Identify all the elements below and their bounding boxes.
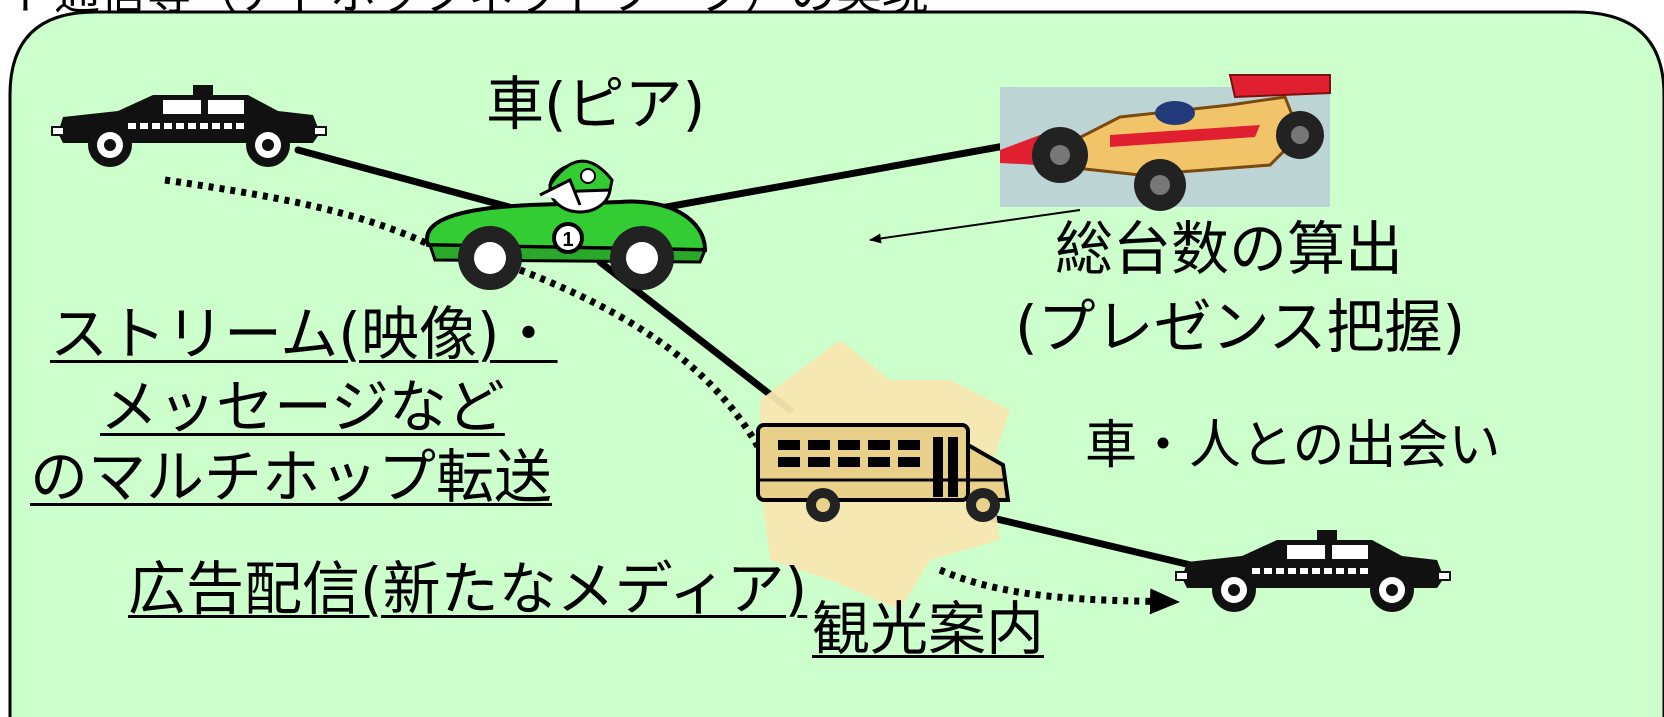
stream-label-line3: のマルチホップ転送 <box>30 443 553 511</box>
formula-car-icon <box>1000 74 1331 211</box>
encounter-label: 車・人との出会い <box>1085 416 1501 476</box>
peer-label: 車(ピア) <box>486 70 706 138</box>
count-label-line2: (プレゼンス把握) <box>1015 293 1466 361</box>
stream-label-line2: メッセージなど <box>100 373 505 441</box>
solid-links <box>294 141 1224 576</box>
tourism-label: 観光案内 <box>812 595 1045 663</box>
green-race-car-icon: 1 <box>425 159 708 290</box>
svg-text:1: 1 <box>562 229 573 251</box>
count-arrow <box>869 209 1081 244</box>
count-label-line1: 総台数の算出 <box>1055 215 1404 283</box>
ad-label: 広告配信(新たなメディア) <box>128 555 808 623</box>
stream-label-line1: ストリーム(映像)・ <box>50 300 558 368</box>
header-fragment: ト通信等（アドホックネットワーク）の実現 <box>8 0 928 16</box>
school-bus-icon <box>756 423 1011 522</box>
